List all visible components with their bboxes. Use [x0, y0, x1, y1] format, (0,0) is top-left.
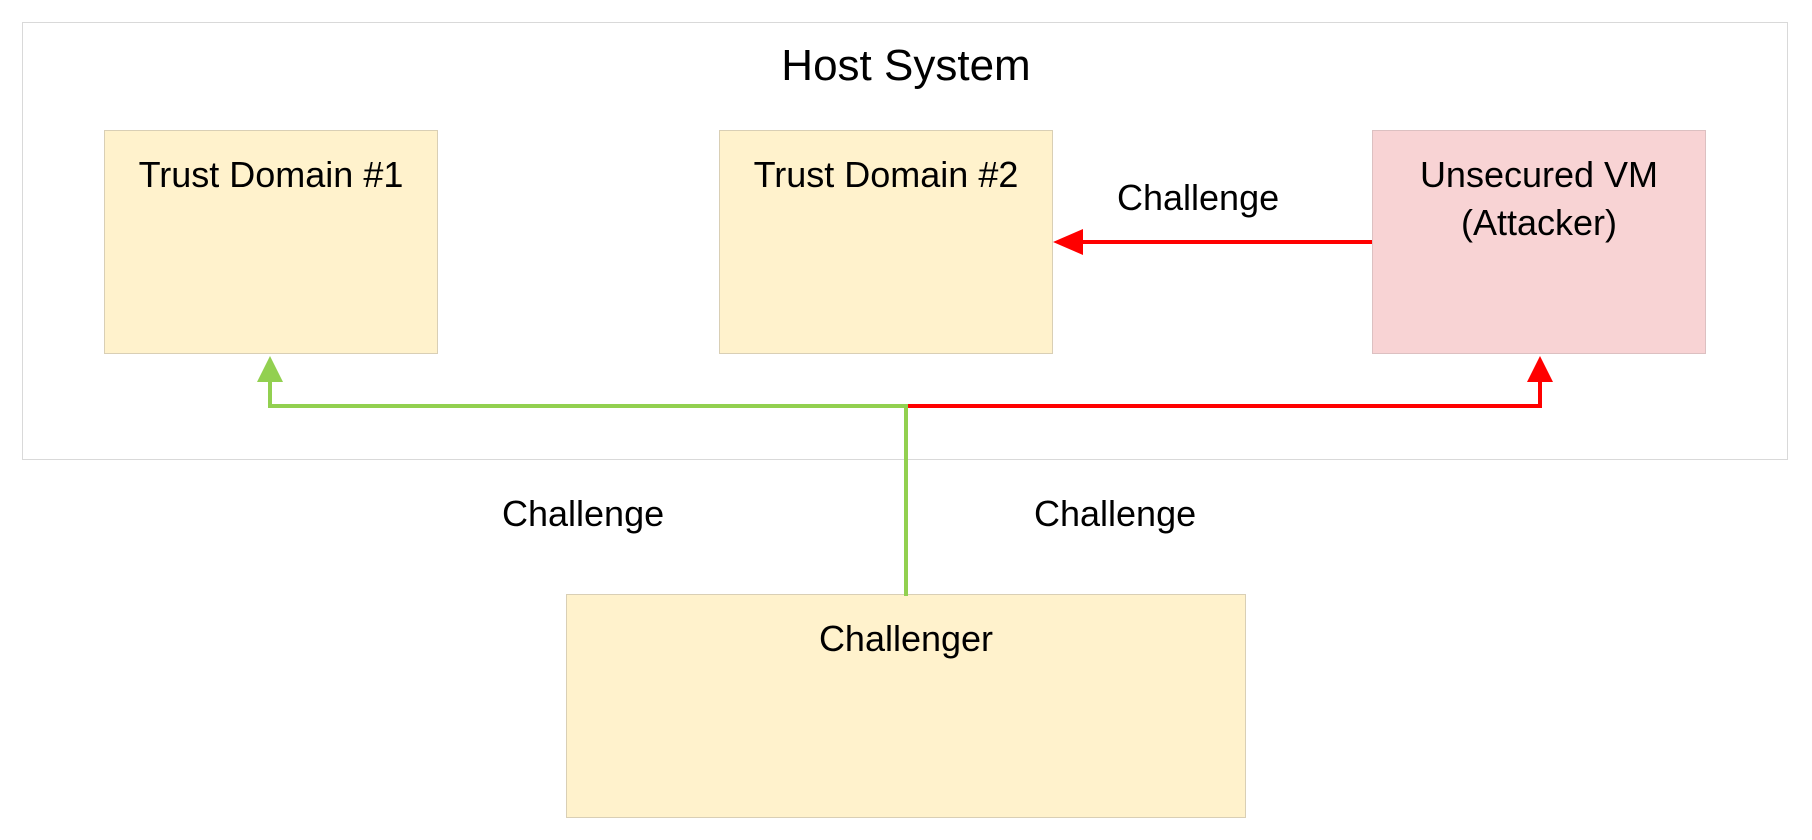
challenger-td1-challenge-label: Challenge: [502, 493, 665, 534]
challenger-attacker-challenge-label: Challenge: [1034, 493, 1197, 534]
trust-domain-1-box: Trust Domain #1: [104, 130, 438, 354]
unsecured-vm-label: Unsecured VM: [1419, 154, 1659, 195]
trust-domain-2-arrowhead: [1053, 229, 1083, 255]
attacker-label: (Attacker): [1460, 202, 1618, 243]
host-system-title: Host System: [781, 41, 1031, 90]
attacker-arrowhead: [1527, 356, 1553, 382]
challenger-label: Challenger: [818, 618, 994, 659]
attacker-challenge-label: Challenge: [1117, 177, 1280, 218]
trust-domain-2-label: Trust Domain #2: [753, 154, 1019, 195]
challenger-box: Challenger: [566, 594, 1246, 818]
challenger-to-attacker-line: [908, 376, 1542, 408]
unsecured-vm-box: Unsecured VM (Attacker): [1372, 130, 1706, 354]
trust-domain-2-box: Trust Domain #2: [719, 130, 1053, 354]
trust-domain-1-arrowhead: [257, 356, 283, 382]
challenger-to-trust-domain-1-line: [268, 376, 908, 596]
trust-domain-1-label: Trust Domain #1: [138, 154, 404, 195]
